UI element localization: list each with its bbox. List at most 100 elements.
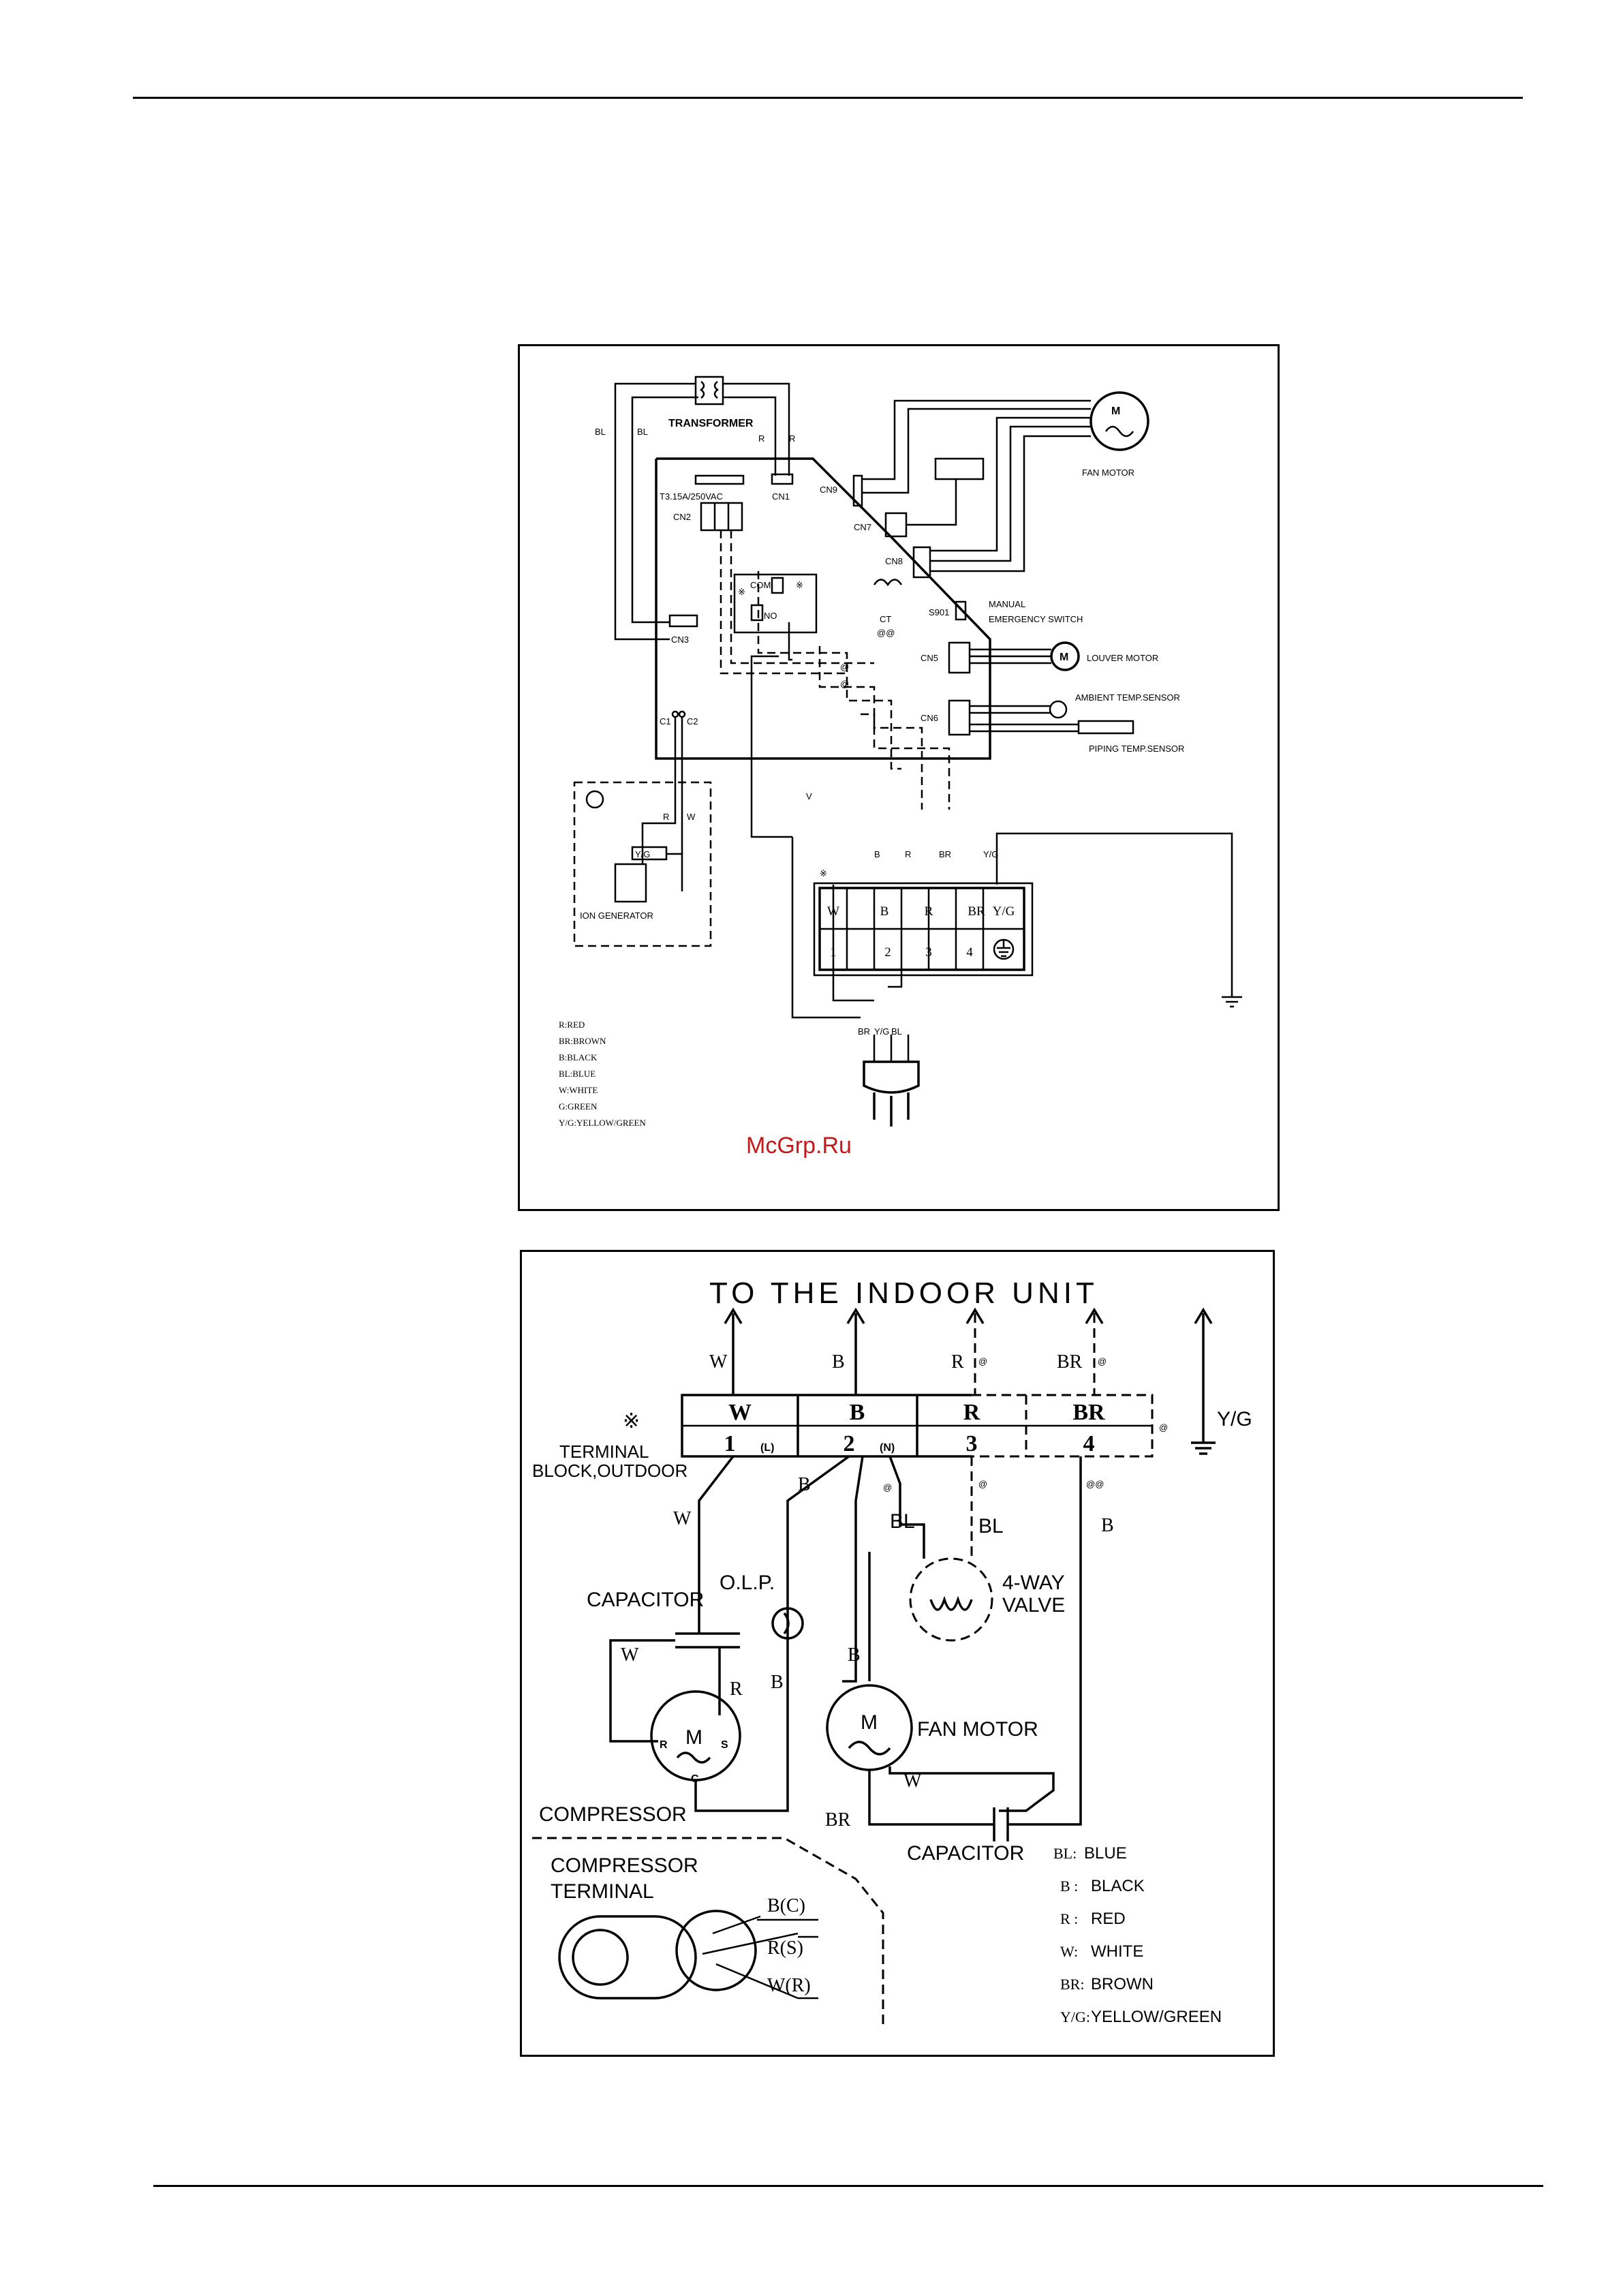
- c1-label: C1: [660, 716, 671, 726]
- compressor-m: M: [685, 1726, 702, 1749]
- valve-label: 4-WAY: [1002, 1572, 1065, 1594]
- watermark: McGrp.Ru: [746, 1133, 852, 1159]
- plug-yg-label: Y/G: [874, 1026, 889, 1037]
- terminal-mark: ※: [820, 868, 827, 878]
- ambient-sensor-icon: [1049, 700, 1068, 719]
- wire-br-term-label: BR: [939, 849, 951, 859]
- emergency-switch-label: EMERGENCY SWITCH: [989, 614, 1083, 624]
- ion-yg-label: Y/G: [635, 849, 650, 859]
- arrow-r-mark: @: [978, 1356, 987, 1366]
- fan-motor-label: FAN MOTOR: [917, 1718, 1038, 1741]
- outdoor-legend-value: RED: [1091, 1910, 1126, 1928]
- arrow-br-mark: @: [1098, 1356, 1107, 1366]
- outdoor-legend-value: BROWN: [1091, 1975, 1154, 1993]
- relay-box: [733, 573, 818, 634]
- compressor-s: S: [721, 1739, 728, 1751]
- cn8-label: CN8: [885, 556, 903, 566]
- outdoor-legend-key: W:: [1060, 1943, 1078, 1960]
- terminal-top-4: BR: [968, 904, 985, 919]
- indoor-wiring-diagram: TRANSFORMER BL BL R R CN1 T3.15A/250VAC …: [518, 344, 1280, 1211]
- ambient-sensor-label: AMBIENT TEMP.SENSOR: [1075, 692, 1180, 703]
- relay-mark-2: ※: [796, 580, 803, 590]
- indoor-terminal-block: [818, 887, 1025, 971]
- wire-w-cap-label: W: [621, 1644, 639, 1666]
- olp-icon: [771, 1607, 804, 1640]
- cn9-label: CN9: [820, 485, 837, 495]
- terminal-label: TERMINAL: [559, 1441, 649, 1462]
- terminal-suffix-l: (L): [760, 1442, 774, 1454]
- header-rule: [133, 97, 1523, 99]
- terminal-outline: [813, 882, 1034, 977]
- indoor-legend-item: B:BLACK: [559, 1052, 598, 1062]
- wire-r-label-2: R: [789, 433, 795, 444]
- relay-com-label: COM: [750, 580, 771, 590]
- arrow-b: [846, 1307, 865, 1395]
- terminal-suffix-n: (N): [880, 1442, 895, 1454]
- terminal-top-w: W: [728, 1400, 752, 1425]
- s901-switch: [955, 600, 967, 621]
- indoor-legend-item: W:WHITE: [559, 1085, 598, 1095]
- comp-terminal-pins: [675, 1910, 757, 1991]
- wire-mark-t3: @: [978, 1479, 987, 1489]
- outdoor-legend-key: BL:: [1053, 1845, 1077, 1862]
- arrow-b-label: B: [832, 1351, 845, 1373]
- terminal-num-4: 4: [1083, 1431, 1095, 1456]
- fan-motor-m: M: [861, 1711, 878, 1734]
- harness-mark-2: @: [840, 679, 849, 689]
- compressor-label: COMPRESSOR: [539, 1803, 687, 1826]
- outdoor-legend-value: WHITE: [1091, 1942, 1143, 1961]
- s901-label: S901: [929, 607, 949, 617]
- plug-bl-label: BL: [891, 1026, 902, 1037]
- harness-mark: @: [840, 662, 849, 672]
- yg-label: Y/G: [1217, 1408, 1252, 1430]
- terminal-top-2: B: [880, 904, 889, 919]
- comp-pin-r: W(R): [767, 1975, 811, 1996]
- wire-bl1-label: BL: [890, 1510, 915, 1533]
- ct-mark: @@: [877, 628, 895, 638]
- cn7-connector: [884, 512, 908, 538]
- wire-bl2-label: BL: [978, 1515, 1004, 1537]
- relay-mark: ※: [738, 587, 745, 597]
- valve-label-2: VALVE: [1002, 1594, 1065, 1617]
- terminal-label-2: BLOCK,OUTDOOR: [532, 1460, 687, 1481]
- arrow-w-label: W: [709, 1351, 728, 1373]
- pcb-outline: [655, 457, 991, 760]
- wire-w1-label: W: [673, 1508, 692, 1529]
- c2-label: C2: [687, 716, 698, 726]
- ion-generator-label: ION GENERATOR: [580, 910, 653, 921]
- cn9-connector: [852, 474, 863, 507]
- terminal-side-mark: @: [1159, 1422, 1168, 1433]
- compressor-c: C: [691, 1773, 699, 1785]
- wire-b1-label: B: [798, 1474, 811, 1495]
- compressor-terminal-box: [532, 1837, 884, 2029]
- cn6-label: CN6: [921, 713, 938, 723]
- svg-text:M: M: [1060, 652, 1068, 663]
- comp-terminal-label-2: TERMINAL: [551, 1880, 654, 1903]
- wire-bl-label-2: BL: [637, 427, 648, 437]
- arrow-r: [965, 1307, 985, 1395]
- wire-v-label: V: [806, 791, 812, 801]
- outdoor-title: TO THE INDOOR UNIT: [709, 1276, 1098, 1310]
- cn8-connector: [912, 546, 931, 579]
- terminal-mark: ※: [623, 1410, 640, 1433]
- fan-motor-icon: [1089, 391, 1149, 451]
- ct-label: CT: [880, 614, 891, 624]
- outdoor-legend-key: B :: [1060, 1878, 1078, 1895]
- manual-label: MANUAL: [989, 599, 1025, 609]
- indoor-legend-item: BL:BLUE: [559, 1069, 596, 1079]
- cn2-connector: [700, 502, 743, 532]
- outdoor-legend-value: BLUE: [1084, 1844, 1127, 1863]
- arrow-br: [1085, 1307, 1104, 1395]
- plug-br-label: BR: [858, 1026, 870, 1037]
- outdoor-diagram-svg: TO THE INDOOR UNIT W B R @ BR @ Y/G W B …: [532, 1276, 1252, 2029]
- terminal-top-r: R: [963, 1400, 980, 1425]
- wire-b-right-label: B: [1101, 1515, 1114, 1536]
- olp-label: O.L.P.: [720, 1572, 775, 1594]
- cn7-label: CN7: [854, 522, 871, 532]
- wire-br-fan-label: BR: [825, 1809, 851, 1831]
- compressor-r: R: [660, 1739, 668, 1751]
- capacitor-label: CAPACITOR: [587, 1589, 704, 1611]
- ion-generator-icon: [614, 863, 647, 903]
- piping-sensor-label: PIPING TEMP.SENSOR: [1089, 744, 1184, 754]
